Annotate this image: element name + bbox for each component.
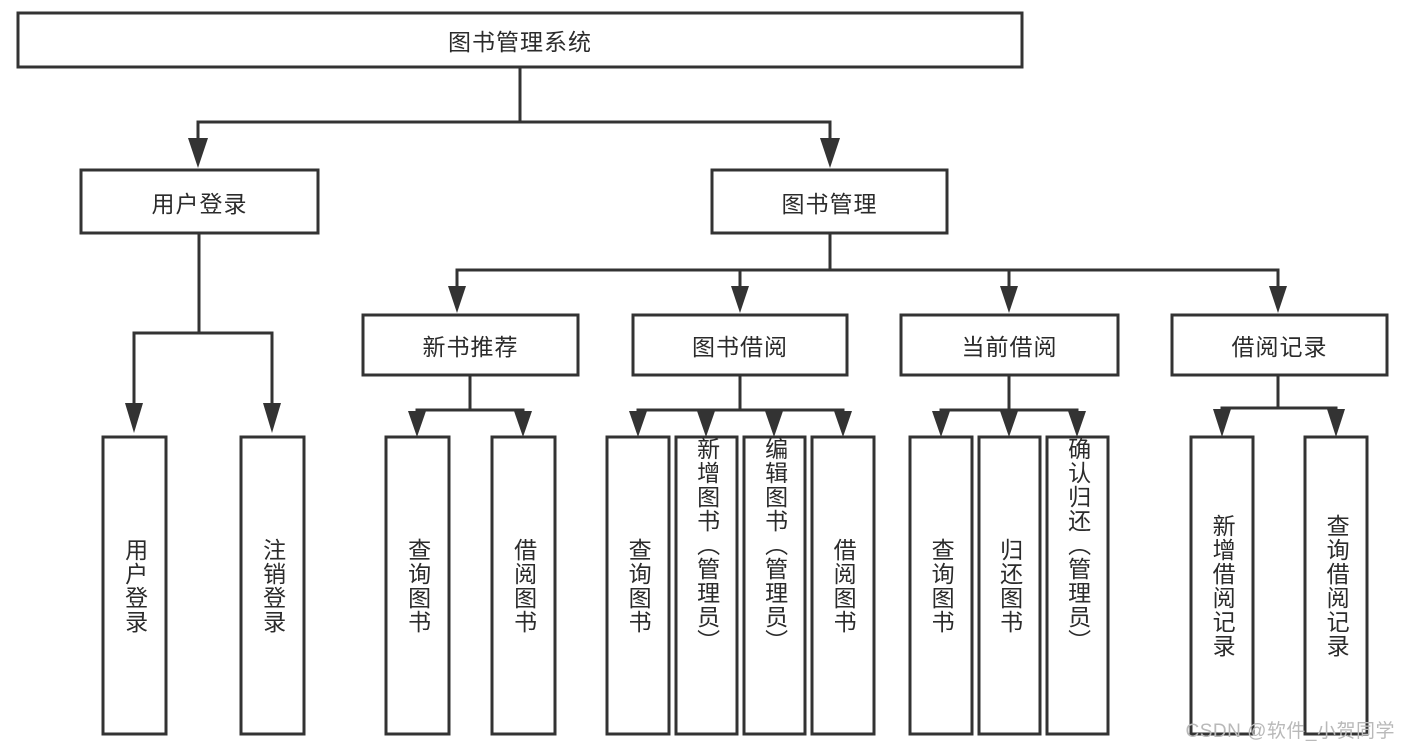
node-box-book-borrow[interactable] [631,313,849,377]
arrow-leaf-add-record [1213,409,1231,437]
watermark-text: CSDN @软件_小贺同学 [1185,721,1395,742]
leaf-box-query-record[interactable] [1303,435,1369,736]
arrow-leaf-query-book-3 [932,411,950,437]
leaf-box-borrow-book-2[interactable] [810,435,876,736]
arrow-to-new-books [448,286,466,313]
arrow-leaf-borrow-book-1 [514,411,532,437]
arrow-to-book-mgmt [820,138,840,168]
leaf-box-add-book[interactable] [674,435,739,736]
arrow-leaf-logout [263,403,281,433]
node-box-book-management[interactable] [710,168,949,235]
leaf-box-query-book-2[interactable] [605,435,671,736]
arrow-leaf-user-login [125,403,143,433]
arrow-to-book-borrow [731,286,749,313]
leaf-box-logout[interactable] [239,435,306,736]
leaf-box-query-book-3[interactable] [908,435,974,736]
leaf-box-confirm-return[interactable] [1045,435,1110,736]
arrow-leaf-borrow-book-2 [834,411,852,437]
arrow-leaf-query-book-1 [408,411,426,437]
node-box-current-borrow[interactable] [899,313,1120,377]
leaf-box-borrow-book-1[interactable] [490,435,557,736]
node-box-borrow-record[interactable] [1170,313,1389,377]
arrow-to-borrow-record [1269,286,1287,313]
arrow-leaf-query-book-2 [629,411,647,437]
arrow-leaf-return-book [1000,411,1018,437]
node-box-new-book-recommend[interactable] [361,313,580,377]
node-box-user-login[interactable] [79,168,320,235]
leaf-box-user-login[interactable] [101,435,168,736]
leaf-box-edit-book[interactable] [742,435,807,736]
leaf-box-query-book-1[interactable] [384,435,451,736]
arrow-leaf-add-book [697,411,715,437]
node-box-root[interactable] [16,11,1024,69]
arrow-leaf-query-record [1327,409,1345,437]
arrow-leaf-confirm-return [1068,411,1086,437]
leaf-box-return-book[interactable] [977,435,1042,736]
arrow-to-current-borrow [1000,286,1018,313]
arrow-to-user-login [188,138,208,168]
arrow-leaf-edit-book [765,411,783,437]
leaf-box-add-record[interactable] [1189,435,1255,736]
